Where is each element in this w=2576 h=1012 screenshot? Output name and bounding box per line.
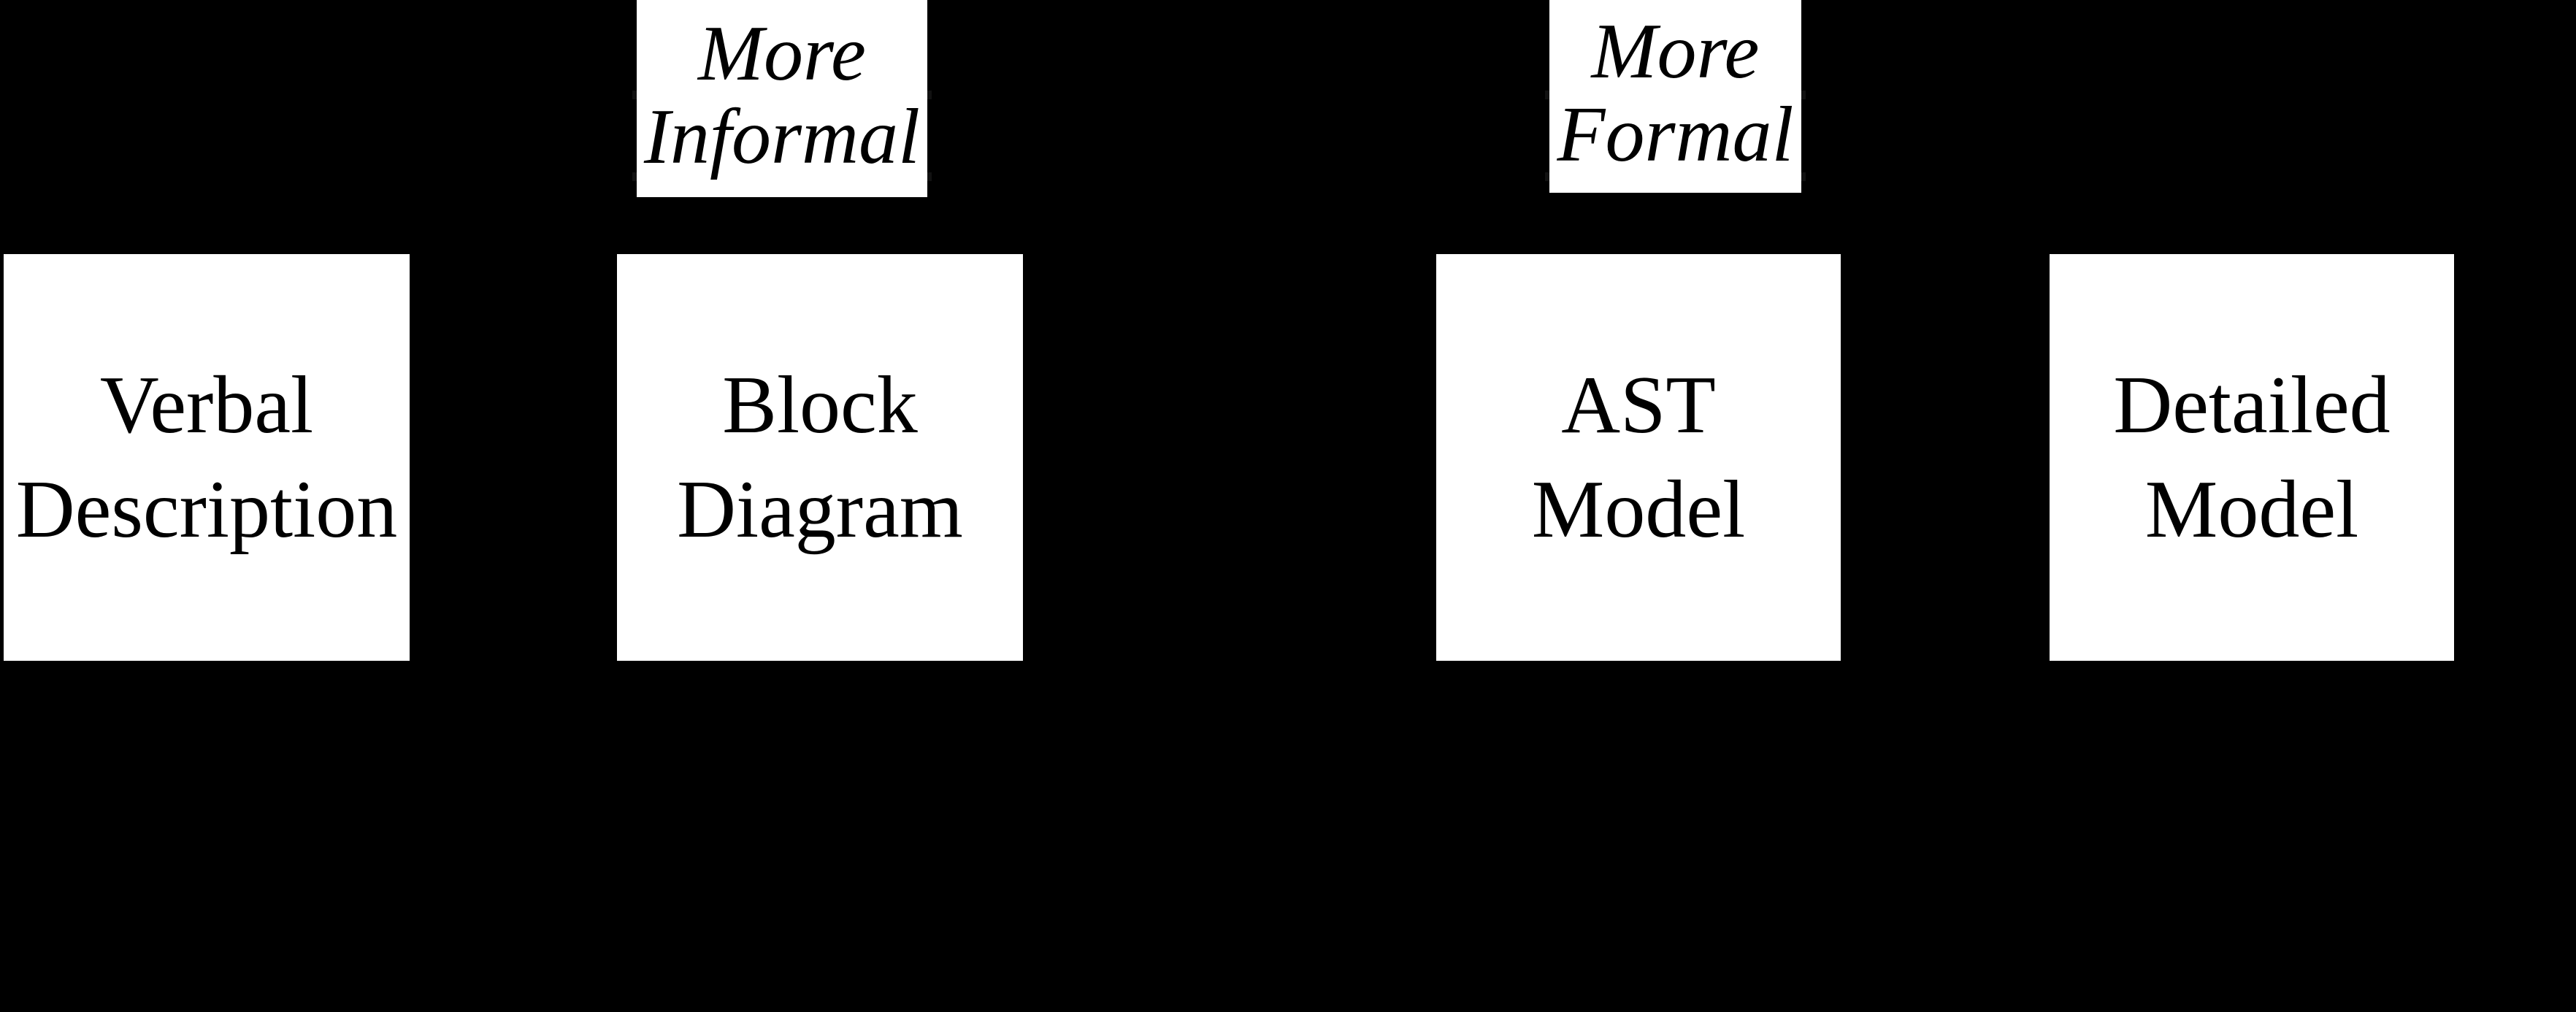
artifact-box-detailed-model[interactable]: Detailed Model — [2050, 254, 2454, 661]
artifact-box-block-diagram-line2: Diagram — [677, 464, 963, 555]
artifact-box-detailed-model-line2: Model — [2144, 464, 2359, 555]
artifact-box-verbal-description-line2: Description — [15, 464, 398, 555]
artifact-box-ast-model-line1: AST — [1561, 359, 1716, 451]
spectrum-label-more-informal-line2: Informal — [644, 93, 920, 180]
spectrum-label-more-informal: More Informal — [637, 0, 927, 197]
spectrum-label-more-formal-line1: More — [1591, 7, 1760, 95]
artifact-box-verbal-description[interactable]: Verbal Description — [4, 254, 410, 661]
spectrum-label-more-informal-line1: More — [698, 9, 866, 97]
spectrum-label-more-formal: More Formal — [1549, 0, 1801, 193]
artifact-box-ast-model[interactable]: AST Model — [1436, 254, 1841, 661]
artifact-box-ast-model-line2: Model — [1531, 464, 1746, 555]
artifact-box-block-diagram-line1: Block — [722, 359, 918, 451]
artifact-box-detailed-model-line1: Detailed — [2113, 359, 2391, 451]
artifact-box-block-diagram[interactable]: Block Diagram — [617, 254, 1023, 661]
artifact-box-verbal-description-line1: Verbal — [99, 359, 314, 451]
spectrum-label-more-formal-line2: Formal — [1557, 91, 1794, 178]
